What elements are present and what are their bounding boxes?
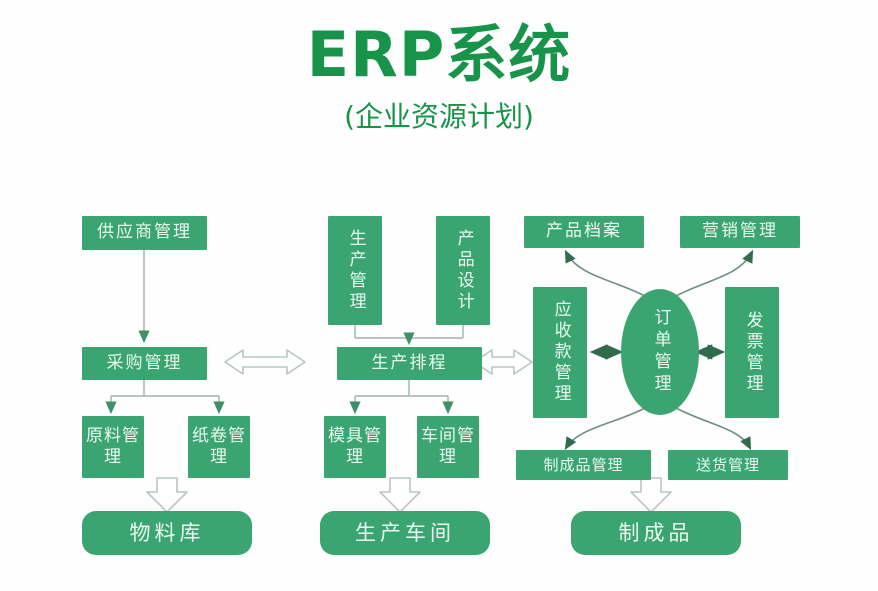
node-production-floor[interactable]: 生产车间	[320, 511, 490, 555]
node-finished-goods-mgmt[interactable]: 制成品管理	[516, 450, 651, 480]
connector-block-arrow-finished-goods	[630, 477, 672, 513]
connector-production-merge	[354, 325, 464, 346]
node-paper-roll-mgmt[interactable]: 纸卷管理	[188, 416, 250, 478]
node-finished-goods[interactable]: 制成品	[571, 511, 741, 555]
node-delivery-mgmt[interactable]: 送货管理	[668, 450, 788, 480]
node-invoice-mgmt[interactable]: 发票管理	[725, 287, 779, 418]
connector-purchase-branch	[105, 380, 225, 415]
node-production-scheduling[interactable]: 生产排程	[337, 347, 482, 380]
node-material-store[interactable]: 物料库	[82, 511, 252, 555]
node-marketing-mgmt[interactable]: 营销管理	[680, 216, 800, 248]
node-workshop-mgmt[interactable]: 车间管理	[417, 416, 479, 478]
node-production-mgmt[interactable]: 生产管理	[328, 216, 382, 325]
node-receivable-mgmt[interactable]: 应收款管理	[533, 287, 587, 418]
page-title: ERP系统	[306, 18, 572, 91]
title-block: ERP系统 (企业资源计划)	[0, 22, 878, 135]
node-raw-material-mgmt[interactable]: 原料管理	[82, 416, 144, 478]
connector-block-arrow-production-floor	[379, 477, 421, 513]
connector-sched-branch	[349, 380, 454, 415]
node-product-archive[interactable]: 产品档案	[524, 216, 644, 248]
connector-double-arrow-sched-receivable	[473, 349, 533, 375]
node-purchase-mgmt[interactable]: 采购管理	[82, 347, 207, 380]
node-product-design[interactable]: 产品设计	[436, 216, 490, 325]
node-supplier-mgmt[interactable]: 供应商管理	[82, 216, 207, 250]
page-subtitle: (企业资源计划)	[344, 100, 534, 134]
connector-double-arrow-purchase-sched	[224, 349, 306, 375]
connector-block-arrow-material-store	[146, 477, 188, 513]
node-mold-mgmt[interactable]: 模具管理	[324, 416, 386, 478]
node-order-mgmt[interactable]: 订单管理	[621, 289, 699, 415]
